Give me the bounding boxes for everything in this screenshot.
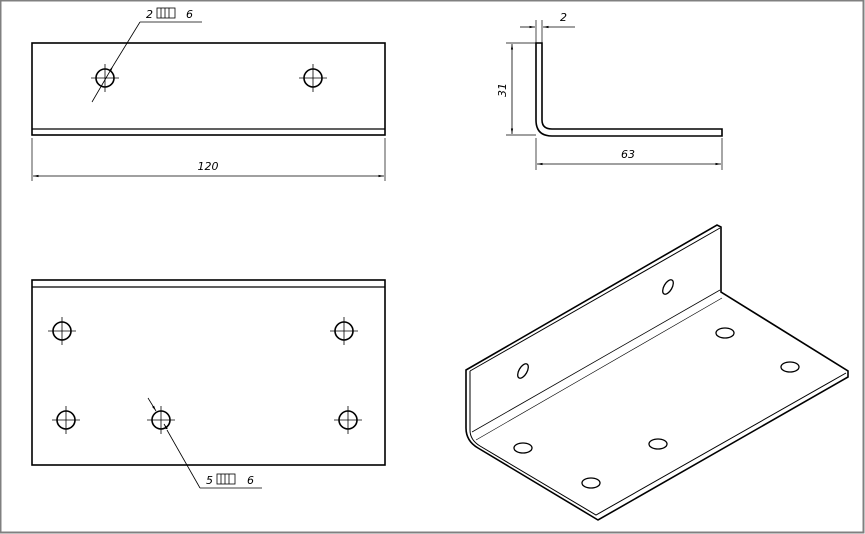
hole-icon	[298, 63, 328, 93]
hole-pattern-symbol-icon	[216, 473, 236, 485]
isometric-view	[465, 224, 849, 521]
hole-icon	[51, 405, 81, 435]
angle-profile	[535, 42, 723, 137]
hole-size: 6	[247, 474, 254, 487]
width-dimension: 63	[621, 148, 635, 161]
hole-icon	[715, 327, 735, 339]
bend-line	[471, 289, 721, 433]
hole-count: 5	[206, 474, 213, 487]
hole-icon	[513, 442, 533, 454]
length-dimension: 120	[198, 160, 219, 173]
hole-size: 6	[186, 8, 193, 21]
hole-count: 2	[146, 8, 153, 21]
top-view-outline	[31, 42, 386, 136]
height-dimension: 31	[496, 83, 509, 97]
front-view-outline	[31, 279, 386, 466]
top-view: 120 2 6	[31, 7, 386, 181]
hole-icon	[47, 316, 77, 346]
hole-icon	[581, 477, 601, 489]
hole-pattern-symbol-icon	[156, 7, 176, 19]
isometric-outline	[465, 224, 849, 521]
bend-line	[475, 297, 723, 441]
thickness-dimension: 2	[560, 11, 567, 24]
hole-icon	[146, 405, 176, 435]
hole-icon	[333, 405, 363, 435]
hole-icon	[517, 363, 529, 379]
section-view: 2 31 63	[496, 11, 723, 170]
hole-icon	[648, 438, 668, 450]
hole-icon	[662, 279, 674, 295]
hole-icon	[90, 63, 120, 93]
hole-icon	[329, 316, 359, 346]
hole-icon	[780, 361, 800, 373]
front-view: 5 6	[31, 279, 386, 489]
